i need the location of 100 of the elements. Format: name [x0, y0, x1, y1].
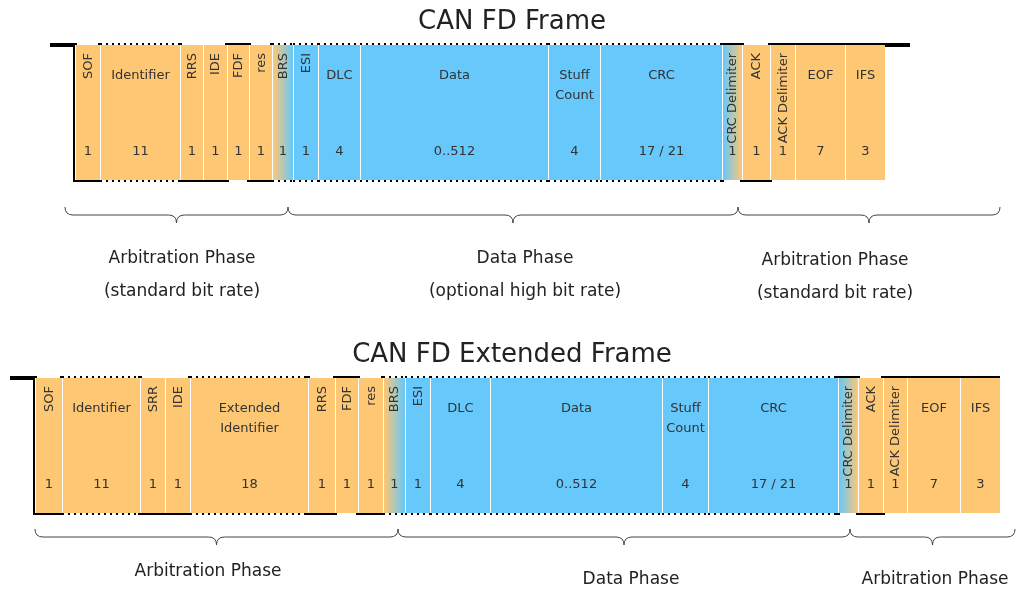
bit-count: 1 — [316, 476, 328, 491]
frame-field — [405, 378, 430, 513]
field-name: ACK Delimiter — [774, 53, 790, 144]
frame-field — [742, 45, 770, 180]
frame-field — [249, 45, 272, 180]
frame-field — [335, 378, 358, 513]
frame-field — [722, 45, 742, 180]
phase-label: (standard bit rate) — [756, 282, 914, 302]
field-name: ACK — [748, 53, 763, 80]
field-name: CRC Delimiter — [840, 386, 855, 477]
frame-field — [75, 45, 100, 180]
bit-count: 1 — [777, 143, 789, 158]
field-name: IFS — [854, 66, 877, 84]
frame-field — [838, 378, 858, 513]
field-name: Identifier — [110, 66, 171, 84]
field-name: RRS — [183, 53, 199, 80]
field-name: FDF — [230, 53, 245, 78]
field-name: SRR — [144, 386, 160, 413]
frame-field — [203, 45, 227, 180]
bit-count: 1 — [300, 143, 312, 158]
bit-count: 3 — [860, 143, 871, 158]
frame-field — [960, 378, 1000, 513]
phase-label: (standard bit rate) — [103, 280, 261, 300]
phase-label: Arbitration Phase — [108, 247, 256, 267]
field-name: ACK — [862, 386, 878, 413]
field-name: Stuff Count — [554, 66, 595, 104]
frame-field — [490, 378, 662, 513]
field-name: IDE — [169, 386, 185, 409]
frame-field — [708, 378, 838, 513]
frame-field — [293, 45, 318, 180]
field-name: EOF — [920, 399, 948, 417]
frame-field — [883, 378, 907, 513]
frame-field — [165, 378, 190, 513]
bit-count: 0..512 — [432, 143, 477, 158]
bit-count: 17 / 21 — [637, 143, 686, 158]
frame-field — [858, 378, 883, 513]
field-name: SOF — [79, 53, 95, 79]
phase-label: Arbitration Phase — [134, 560, 282, 580]
frame-field — [318, 45, 360, 180]
frame-field — [358, 378, 383, 513]
field-name: RRS — [313, 386, 329, 413]
frame-field — [548, 45, 600, 180]
field-name: Data — [437, 66, 471, 84]
bit-count: 4 — [334, 143, 345, 158]
frame-field — [35, 378, 62, 513]
field-name: DLC — [325, 66, 354, 84]
bit-count: 1 — [277, 143, 289, 158]
bit-count: 18 — [240, 476, 259, 491]
bit-count: 1 — [389, 476, 400, 491]
bit-count: 17 / 21 — [749, 476, 798, 491]
bit-count: 1 — [43, 476, 55, 491]
bit-count: 4 — [569, 143, 580, 158]
bit-count: 7 — [815, 143, 826, 158]
field-name: SOF — [40, 386, 56, 412]
frame-field — [770, 45, 795, 180]
bit-count: 1 — [147, 476, 159, 491]
bit-count: 1 — [210, 143, 221, 158]
frame-field — [845, 45, 885, 180]
frame-field — [662, 378, 708, 513]
field-name: Stuff Count — [665, 399, 706, 437]
bit-count: 1 — [727, 143, 738, 158]
bit-count: 1 — [365, 476, 377, 491]
frame-title: CAN FD Extended Frame — [352, 338, 672, 368]
field-name: IFS — [969, 399, 992, 417]
frame-field — [308, 378, 335, 513]
field-name: IDE — [207, 53, 222, 76]
frame-field — [190, 378, 308, 513]
field-name: BRS — [274, 53, 290, 80]
field-name: Data — [559, 399, 593, 417]
field-name: ACK Delimiter — [887, 386, 902, 477]
field-name: DLC — [446, 399, 475, 417]
bit-count: 1 — [890, 476, 901, 491]
frame-field — [140, 378, 165, 513]
frame-field — [272, 45, 293, 180]
bit-count: 1 — [341, 476, 353, 491]
bit-count: 1 — [186, 143, 198, 158]
frame-field — [62, 378, 140, 513]
field-name: CRC — [647, 66, 676, 84]
bit-count: 1 — [82, 143, 94, 158]
frame-field — [360, 45, 548, 180]
bit-count: 1 — [412, 476, 424, 491]
phase-label: (optional high bit rate) — [428, 280, 622, 300]
bit-count: 1 — [865, 476, 877, 491]
frame-field — [100, 45, 180, 180]
field-name: ESI — [297, 53, 313, 74]
frame-field — [430, 378, 490, 513]
bit-count: 1 — [843, 476, 854, 491]
bit-count: 7 — [928, 476, 940, 491]
field-name: EOF — [806, 66, 835, 84]
bit-count: 11 — [92, 476, 111, 491]
bit-count: 1 — [751, 143, 762, 158]
field-name: res — [362, 386, 378, 406]
bit-count: 11 — [131, 143, 150, 158]
phase-label: Arbitration Phase — [761, 249, 909, 269]
frame-field — [227, 45, 249, 180]
bit-count: 0..512 — [554, 476, 599, 491]
field-name: Extended Identifier — [217, 399, 282, 437]
frame-field — [180, 45, 203, 180]
bit-count: 4 — [455, 476, 466, 491]
field-name: Identifier — [71, 399, 132, 417]
